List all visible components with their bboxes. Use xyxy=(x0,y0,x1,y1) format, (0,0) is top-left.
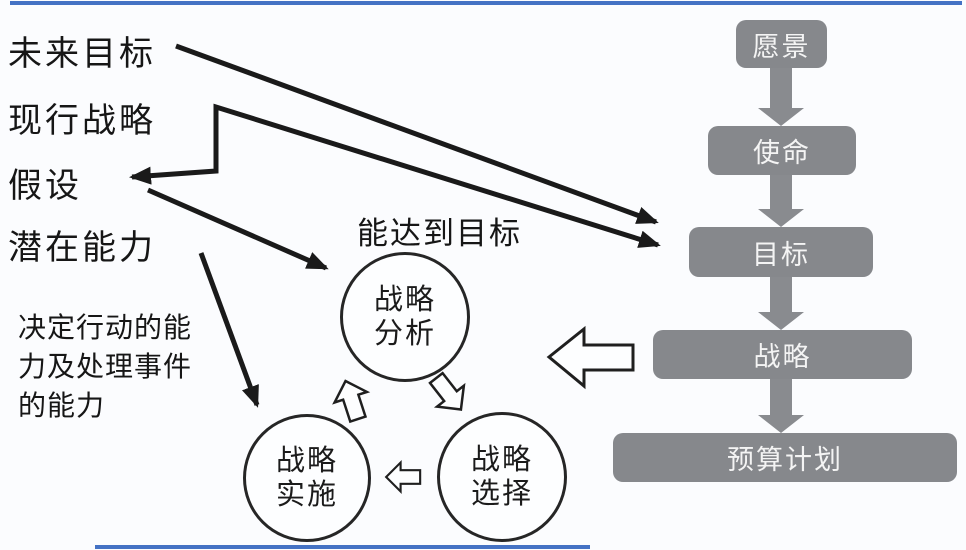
top-accent-line xyxy=(10,1,962,5)
connector-goal-strategy xyxy=(758,277,804,330)
hierarchy-box-label: 使命 xyxy=(753,138,811,168)
circle-strategy-implementation: 战略 实施 xyxy=(243,414,371,542)
connector-mission-goal xyxy=(758,175,804,227)
list-item-current-strategy: 现行战略 xyxy=(8,102,156,140)
circle-label-line: 战略 xyxy=(275,445,338,477)
cycle-arrow-analysis-to-selection xyxy=(428,371,466,411)
connector-vision-mission xyxy=(758,68,804,126)
arrow-assumptions-goal-bidirectional xyxy=(129,103,661,248)
connector-strategy-budget xyxy=(758,379,804,433)
list-item-potential-capability: 潜在能力 xyxy=(8,229,156,267)
circle-label-line: 战略 xyxy=(373,284,436,316)
hierarchy-box-label: 目标 xyxy=(752,239,810,270)
hierarchy-box-label: 预算计划 xyxy=(727,445,843,475)
hierarchy-box-goal: 目标 xyxy=(689,227,873,277)
hierarchy-box-mission: 使命 xyxy=(708,126,856,175)
arrow-list-to-analysis xyxy=(146,187,329,271)
hierarchy-box-label: 愿景 xyxy=(752,31,811,62)
arrow-future-goals-to-goal xyxy=(175,43,659,225)
circle-strategy-analysis: 战略 分析 xyxy=(340,252,470,382)
hierarchy-box-strategy: 战略 xyxy=(653,330,912,379)
arrow-capability-to-implementation xyxy=(198,252,260,408)
black-arrows xyxy=(129,43,661,408)
cycle-arrow-implementation-to-analysis xyxy=(332,379,371,424)
hierarchy-box-budget-plan: 预算计划 xyxy=(613,433,957,482)
hierarchy-box-label: 战略 xyxy=(753,342,812,372)
bottom-accent-line xyxy=(95,545,590,549)
circle-label-line: 实施 xyxy=(275,479,338,511)
circle-label-line: 选择 xyxy=(470,478,533,510)
list-item-future-goals: 未来目标 xyxy=(8,35,156,73)
circle-strategy-selection: 战略 选择 xyxy=(437,412,567,542)
hierarchy-box-vision: 愿景 xyxy=(736,20,827,68)
list-item-assumptions: 假设 xyxy=(8,167,82,205)
circle-label-line: 分析 xyxy=(373,318,436,350)
circle-label-line: 战略 xyxy=(470,444,533,476)
block-arrow-strategy-to-cycle xyxy=(546,325,635,390)
capability-note: 决定行动的能力及处理事件的能力 xyxy=(18,312,193,421)
cycle-arrow-selection-to-implementation xyxy=(384,459,422,495)
hierarchy-connector-arrows xyxy=(758,68,804,433)
cycle-arrows xyxy=(332,371,466,495)
